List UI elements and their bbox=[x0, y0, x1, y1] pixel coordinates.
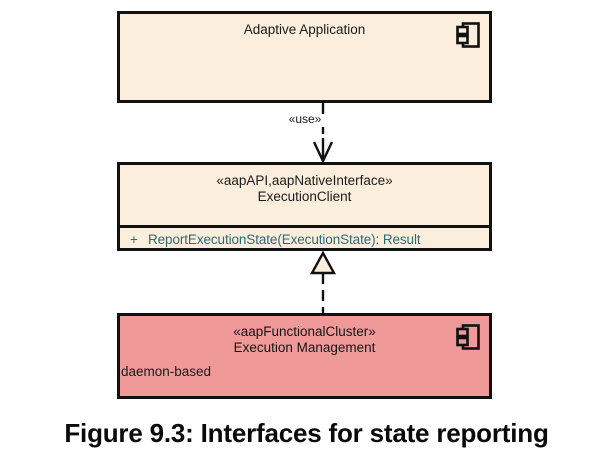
interface-name-execution-client: ExecutionClient bbox=[257, 189, 352, 205]
component-execution-management[interactable]: «aapFunctionalCluster» Execution Managem… bbox=[117, 313, 492, 399]
component-name-execution-management: Execution Management bbox=[233, 340, 376, 356]
component-icon bbox=[456, 324, 480, 350]
figure-caption: Figure 9.3: Interfaces for state reporti… bbox=[64, 418, 549, 448]
component-title-block: «aapFunctionalCluster» Execution Managem… bbox=[120, 324, 489, 357]
compartment-divider bbox=[120, 225, 489, 228]
component-name-adaptive-application: Adaptive Application bbox=[243, 22, 366, 37]
stereotype-execution-client: «aapAPI,aapNativeInterface» bbox=[216, 173, 393, 188]
component-title-block: Adaptive Application bbox=[120, 22, 489, 38]
note-daemon-based: daemon-based bbox=[121, 364, 212, 379]
operation-row[interactable]: + ReportExecutionState(ExecutionState): … bbox=[120, 228, 489, 251]
component-adaptive-application[interactable]: Adaptive Application bbox=[117, 11, 492, 103]
stereotype-execution-management: «aapFunctionalCluster» bbox=[233, 324, 376, 339]
edge-label-use: «use» bbox=[288, 112, 322, 126]
edge-use-dependency bbox=[293, 103, 353, 164]
operation-visibility: + bbox=[130, 232, 138, 247]
operation-signature-report-execution-state: ReportExecutionState(ExecutionState): Re… bbox=[148, 232, 421, 247]
component-execution-client[interactable]: «aapAPI,aapNativeInterface» ExecutionCli… bbox=[117, 162, 492, 251]
edge-realization bbox=[293, 250, 353, 314]
component-icon bbox=[456, 22, 480, 48]
interface-title-block: «aapAPI,aapNativeInterface» ExecutionCli… bbox=[120, 173, 489, 206]
